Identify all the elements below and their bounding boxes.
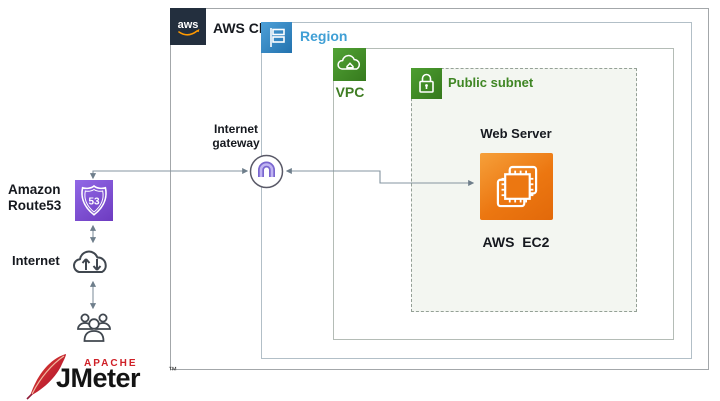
public-subnet-label: Public subnet: [448, 75, 534, 90]
aws-logo-icon: aws: [170, 8, 206, 45]
route53-label-line2: Route53: [8, 198, 62, 213]
route53-label: Amazon Route53: [8, 182, 61, 214]
flag-icon: [261, 22, 292, 53]
ec2-chip-icon: [480, 153, 553, 220]
jmeter-trademark: ™: [168, 365, 177, 375]
gateway-icon: [249, 154, 284, 189]
jmeter-logo: APACHE JMeter ™: [22, 348, 192, 400]
internet-gateway-label-line1: Internet: [213, 122, 258, 136]
jmeter-name-text: JMeter: [56, 363, 141, 393]
feather-icon: [26, 354, 66, 400]
aws-cloud-group-box: [170, 8, 709, 370]
route-shield-icon: 53: [75, 180, 113, 221]
vpc-label: VPC: [335, 84, 365, 100]
internet-label: Internet: [12, 253, 60, 268]
cloud-icon: [333, 48, 366, 81]
cloud-arrows-icon: [67, 242, 117, 280]
route53-badge-number: 53: [88, 197, 100, 208]
ec2-caption: AWS EC2: [482, 234, 550, 250]
apache-brand-text: APACHE: [84, 358, 138, 369]
users-icon: [74, 309, 114, 353]
region-label: Region: [300, 28, 348, 44]
lock-icon: [411, 68, 442, 99]
aws-logo-text: aws: [178, 19, 199, 31]
internet-gateway-label: Internet gateway: [190, 122, 282, 150]
web-server-title: Web Server: [480, 126, 552, 141]
route53-label-line1: Amazon: [8, 182, 61, 197]
internet-gateway-label-line2: gateway: [212, 136, 260, 150]
